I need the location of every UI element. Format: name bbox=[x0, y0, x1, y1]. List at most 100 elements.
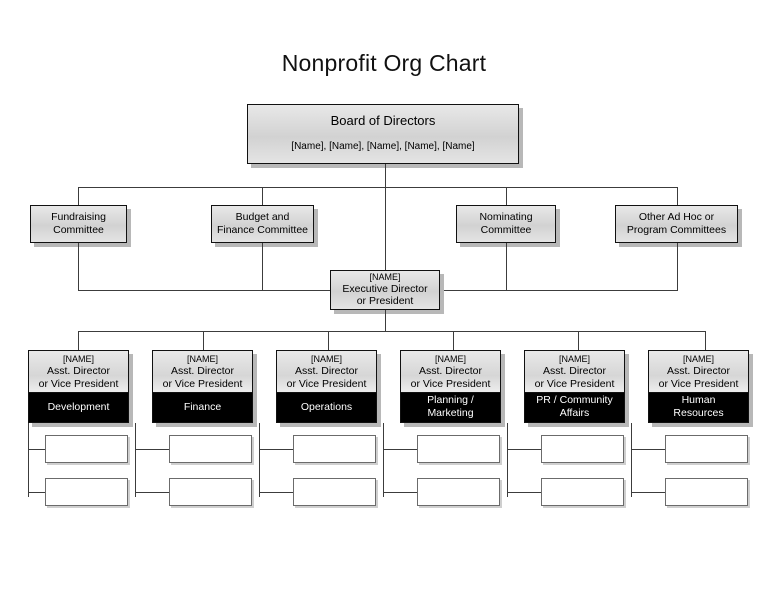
director-planning-marketing-header: [NAME] Asst. Director or Vice President bbox=[401, 351, 500, 393]
connector-sub-spine-5 bbox=[507, 423, 508, 497]
connector-committee-3-down bbox=[506, 243, 507, 290]
director-planning-marketing-dept-line1: Planning / bbox=[427, 394, 474, 407]
director-operations-role1: Asst. Director bbox=[294, 365, 358, 378]
subbox-human-resources-1[interactable] bbox=[665, 435, 748, 463]
subbox-human-resources-2[interactable] bbox=[665, 478, 748, 506]
node-director-development[interactable]: [NAME] Asst. Director or Vice President … bbox=[28, 350, 129, 423]
director-pr-community-affairs-role2: or Vice President bbox=[534, 378, 615, 391]
node-director-pr-community-affairs[interactable]: [NAME] Asst. Director or Vice President … bbox=[524, 350, 625, 423]
connector-director-1-drop bbox=[78, 331, 79, 350]
executive-director-name: [NAME] bbox=[369, 271, 401, 282]
director-finance-role2: or Vice President bbox=[162, 378, 243, 391]
node-nominating-committee[interactable]: Nominating Committee bbox=[456, 205, 556, 243]
director-human-resources-dept-line1: Human bbox=[681, 394, 716, 407]
fundraising-committee-line1: Fundraising bbox=[51, 211, 106, 224]
director-operations-role2: or Vice President bbox=[286, 378, 367, 391]
connector-sub-stub-3a bbox=[259, 449, 293, 450]
director-planning-marketing-role2: or Vice President bbox=[410, 378, 491, 391]
connector-sub-stub-2b bbox=[135, 492, 169, 493]
connector-director-3-drop bbox=[328, 331, 329, 350]
subbox-finance-2[interactable] bbox=[169, 478, 252, 506]
director-human-resources-department: Human Resources bbox=[649, 392, 748, 422]
director-finance-role1: Asst. Director bbox=[170, 365, 234, 378]
subbox-operations-2[interactable] bbox=[293, 478, 376, 506]
director-human-resources-header: [NAME] Asst. Director or Vice President bbox=[649, 351, 748, 393]
director-development-name: [NAME] bbox=[62, 354, 94, 364]
node-budget-finance-committee[interactable]: Budget and Finance Committee bbox=[211, 205, 314, 243]
director-human-resources-role2: or Vice President bbox=[658, 378, 739, 391]
connector-sub-spine-2 bbox=[135, 423, 136, 497]
executive-director-title2: or President bbox=[356, 295, 414, 308]
director-operations-department: Operations bbox=[277, 392, 376, 422]
node-executive-director[interactable]: [NAME] Executive Director or President bbox=[330, 270, 440, 310]
other-committees-line1: Other Ad Hoc or bbox=[638, 211, 715, 224]
connector-sub-stub-6a bbox=[631, 449, 665, 450]
subbox-finance-1[interactable] bbox=[169, 435, 252, 463]
node-board-of-directors[interactable]: Board of Directors [Name], [Name], [Name… bbox=[247, 104, 519, 164]
director-planning-marketing-department: Planning / Marketing bbox=[401, 392, 500, 422]
connector-board-to-executive bbox=[385, 187, 386, 270]
director-operations-dept-line1: Operations bbox=[300, 400, 353, 413]
other-committees-line2: Program Committees bbox=[626, 224, 727, 236]
subbox-development-1[interactable] bbox=[45, 435, 128, 463]
page-title: Nonprofit Org Chart bbox=[281, 50, 487, 76]
connector-committee-4-down bbox=[677, 243, 678, 290]
director-operations-header: [NAME] Asst. Director or Vice President bbox=[277, 351, 376, 393]
director-pr-community-affairs-header: [NAME] Asst. Director or Vice President bbox=[525, 351, 624, 393]
connector-director-5-drop bbox=[578, 331, 579, 350]
connector-committee-3-drop bbox=[506, 187, 507, 205]
subbox-development-2[interactable] bbox=[45, 478, 128, 506]
director-development-role1: Asst. Director bbox=[46, 365, 110, 378]
connector-sub-spine-4 bbox=[383, 423, 384, 497]
director-human-resources-role1: Asst. Director bbox=[666, 365, 730, 378]
node-director-planning-marketing[interactable]: [NAME] Asst. Director or Vice President … bbox=[400, 350, 501, 423]
director-development-role2: or Vice President bbox=[38, 378, 119, 391]
subbox-planning-marketing-1[interactable] bbox=[417, 435, 500, 463]
connector-committee-1-drop bbox=[78, 187, 79, 205]
node-director-operations[interactable]: [NAME] Asst. Director or Vice President … bbox=[276, 350, 377, 423]
director-planning-marketing-name: [NAME] bbox=[434, 354, 466, 364]
director-pr-community-affairs-department: PR / Community Affairs bbox=[525, 392, 624, 422]
node-fundraising-committee[interactable]: Fundraising Committee bbox=[30, 205, 127, 243]
connector-sub-stub-5b bbox=[507, 492, 541, 493]
connector-sub-stub-2a bbox=[135, 449, 169, 450]
connector-director-2-drop bbox=[203, 331, 204, 350]
director-finance-header: [NAME] Asst. Director or Vice President bbox=[153, 351, 252, 393]
node-director-human-resources[interactable]: [NAME] Asst. Director or Vice President … bbox=[648, 350, 749, 423]
connector-committee-1-down bbox=[78, 243, 79, 290]
connector-executive-bus-left bbox=[78, 290, 330, 291]
subbox-pr-community-affairs-2[interactable] bbox=[541, 478, 624, 506]
director-development-department: Development bbox=[29, 392, 128, 422]
director-planning-marketing-dept-line2: Marketing bbox=[427, 407, 474, 420]
director-development-header: [NAME] Asst. Director or Vice President bbox=[29, 351, 128, 393]
connector-committee-2-down bbox=[262, 243, 263, 290]
subbox-planning-marketing-2[interactable] bbox=[417, 478, 500, 506]
connector-director-bus bbox=[78, 331, 705, 332]
connector-director-4-drop bbox=[453, 331, 454, 350]
director-finance-name: [NAME] bbox=[186, 354, 218, 364]
subbox-operations-1[interactable] bbox=[293, 435, 376, 463]
connector-committee-2-drop bbox=[262, 187, 263, 205]
connector-sub-spine-6 bbox=[631, 423, 632, 497]
director-development-dept-line1: Development bbox=[47, 400, 110, 413]
director-planning-marketing-role1: Asst. Director bbox=[418, 365, 482, 378]
director-human-resources-name: [NAME] bbox=[682, 354, 714, 364]
connector-sub-stub-5a bbox=[507, 449, 541, 450]
board-members: [Name], [Name], [Name], [Name], [Name] bbox=[291, 140, 475, 152]
nominating-committee-line2: Committee bbox=[480, 224, 532, 236]
connector-committee-4-drop bbox=[677, 187, 678, 205]
subbox-pr-community-affairs-1[interactable] bbox=[541, 435, 624, 463]
director-operations-name: [NAME] bbox=[310, 354, 342, 364]
node-other-committees[interactable]: Other Ad Hoc or Program Committees bbox=[615, 205, 738, 243]
fundraising-committee-line2: Committee bbox=[53, 224, 104, 236]
director-pr-community-affairs-name: [NAME] bbox=[558, 354, 590, 364]
director-finance-dept-line1: Finance bbox=[183, 400, 222, 413]
connector-committee-bus bbox=[78, 187, 678, 188]
connector-director-6-drop bbox=[705, 331, 706, 350]
director-pr-community-affairs-dept-line1: PR / Community bbox=[536, 394, 613, 407]
budget-finance-committee-line1: Budget and bbox=[235, 211, 290, 224]
director-pr-community-affairs-role1: Asst. Director bbox=[542, 365, 606, 378]
connector-executive-down bbox=[385, 310, 386, 331]
node-director-finance[interactable]: [NAME] Asst. Director or Vice President … bbox=[152, 350, 253, 423]
